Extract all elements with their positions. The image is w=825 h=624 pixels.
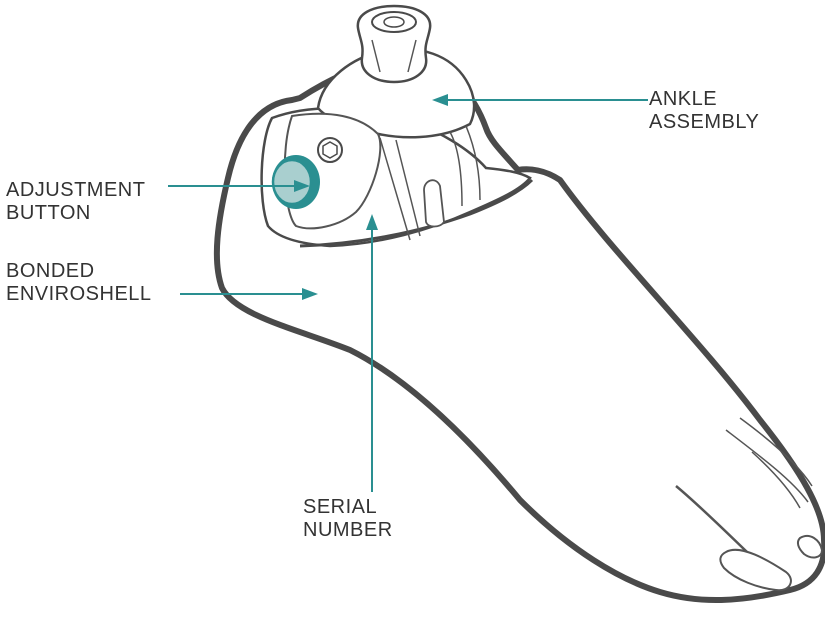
hex-socket [322,141,338,159]
label-ankle-assembly-line2: ASSEMBLY [649,111,760,133]
label-serial-number-line2: NUMBER [303,519,393,541]
side-plate-back [449,125,481,207]
label-serial-number-line1: SERIAL [303,496,378,518]
toe-line-4 [751,451,801,509]
arrow-bonded-head [302,288,318,300]
toenail-big [719,548,792,592]
pyramid-hole [383,16,405,28]
toe-line-2 [725,429,809,503]
label-adjustment-button: ADJUSTMENT BUTTON [6,179,145,225]
label-adjustment-button-line2: BUTTON [6,202,91,224]
label-bonded-enviroshell-line2: ENVIROSHELL [6,283,152,305]
arrow-ankle-head [432,94,448,106]
leader-arrows [168,94,648,492]
arrow-serial-head [366,214,378,230]
slot-cutout [423,179,445,228]
label-ankle-assembly: ANKLE ASSEMBLY [649,88,759,134]
adjustment-button [271,155,320,209]
pyramid-facet-2 [407,39,417,73]
arrow-adjust-head [294,180,310,192]
label-serial-number: SERIAL NUMBER [303,496,393,542]
ankle-assembly [260,4,534,248]
side-plate-front [379,137,421,241]
shell-rim [299,178,534,248]
pyramid-facet-1 [371,39,381,73]
label-bonded-enviroshell-line1: BONDED [6,260,95,282]
toenail-small [796,534,824,559]
label-bonded-enviroshell: BONDED ENVIROSHELL [6,260,152,306]
button-face [271,158,313,206]
label-adjustment-button-line1: ADJUSTMENT [6,179,146,201]
label-ankle-assembly-line1: ANKLE [649,88,718,110]
toe-line-3 [739,417,813,487]
